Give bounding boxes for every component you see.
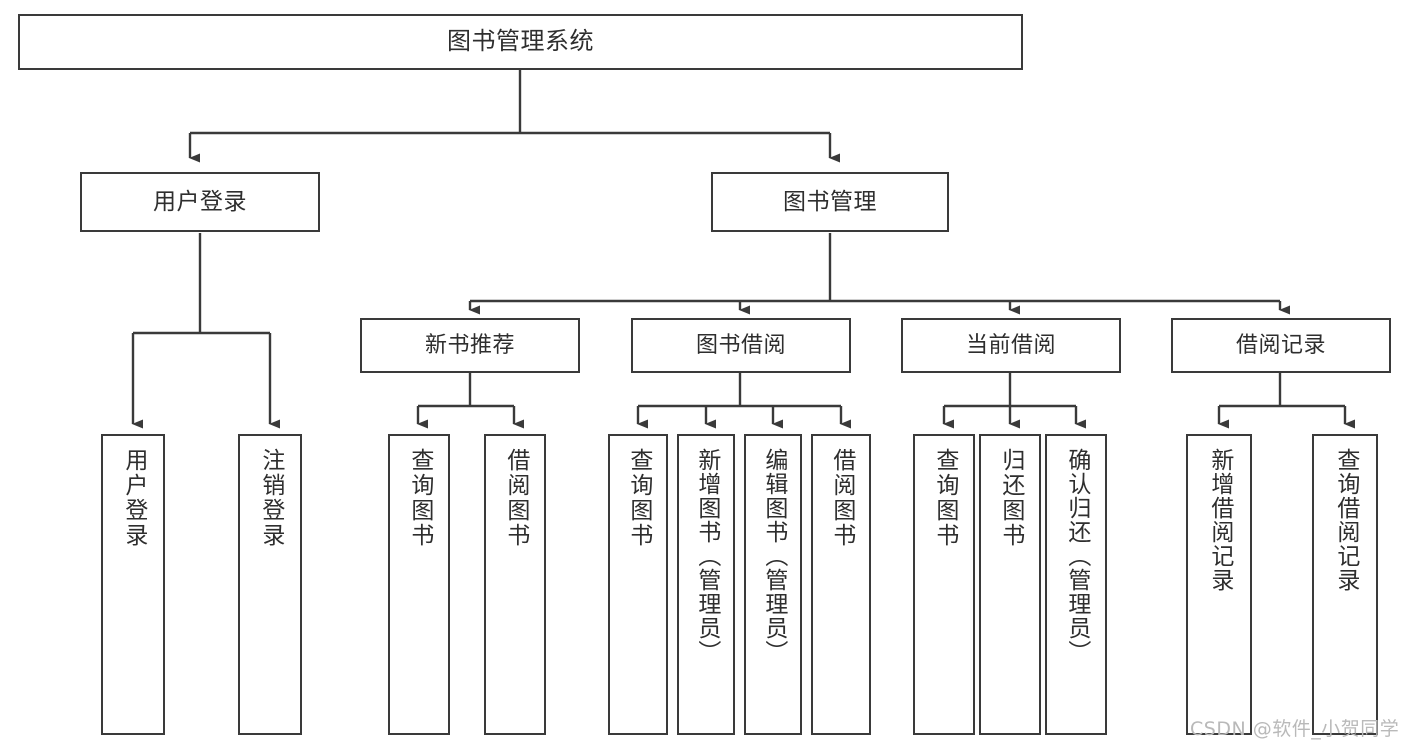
node-root-book-management-system[interactable]: 图书管理系统 [18, 14, 1023, 70]
leaf-query-book-current[interactable]: 查询图书 [913, 434, 975, 735]
node-label: 注销登录 [257, 448, 284, 548]
leaf-borrow-book[interactable]: 借阅图书 [811, 434, 871, 735]
node-label: 借阅图书 [828, 448, 855, 548]
leaf-add-book-admin[interactable]: 新增图书（管理员） [677, 434, 735, 735]
leaf-confirm-return-admin[interactable]: 确认归还（管理员） [1045, 434, 1107, 735]
leaf-query-borrow-record[interactable]: 查询借阅记录 [1312, 434, 1378, 735]
leaf-logout[interactable]: 注销登录 [238, 434, 302, 735]
node-label: 查询图书 [406, 448, 433, 548]
node-label: 图书管理 [783, 188, 877, 215]
node-label: 新增图书（管理员） [693, 448, 720, 664]
node-label: 编辑图书（管理员） [760, 448, 787, 664]
node-current-borrow[interactable]: 当前借阅 [901, 318, 1121, 373]
node-label: 用户登录 [153, 188, 247, 215]
node-label: 新增借阅记录 [1206, 448, 1233, 592]
node-label: 图书借阅 [695, 332, 786, 358]
node-label: 查询图书 [931, 448, 958, 548]
node-new-book-recommend[interactable]: 新书推荐 [360, 318, 580, 373]
node-label: 查询图书 [625, 448, 652, 548]
node-user-login[interactable]: 用户登录 [80, 172, 320, 232]
leaf-query-book-recommend[interactable]: 查询图书 [388, 434, 450, 735]
csdn-watermark: CSDN @软件_小贺同学 [1190, 718, 1400, 740]
node-book-management[interactable]: 图书管理 [711, 172, 949, 232]
node-label: 确认归还（管理员） [1063, 448, 1090, 664]
node-label: 用户登录 [120, 448, 147, 548]
node-label: 借阅图书 [502, 448, 529, 548]
node-borrow-record[interactable]: 借阅记录 [1171, 318, 1391, 373]
leaf-return-book[interactable]: 归还图书 [979, 434, 1041, 735]
node-label: 新书推荐 [424, 332, 515, 358]
leaf-query-book-borrow[interactable]: 查询图书 [608, 434, 668, 735]
leaf-edit-book-admin[interactable]: 编辑图书（管理员） [744, 434, 802, 735]
leaf-user-login[interactable]: 用户登录 [101, 434, 165, 735]
leaf-add-borrow-record[interactable]: 新增借阅记录 [1186, 434, 1252, 735]
node-label: 图书管理系统 [447, 27, 594, 56]
node-label: 归还图书 [997, 448, 1024, 548]
leaf-borrow-book-recommend[interactable]: 借阅图书 [484, 434, 546, 735]
node-label: 查询借阅记录 [1332, 448, 1359, 592]
node-label: 借阅记录 [1235, 332, 1326, 358]
node-book-borrow[interactable]: 图书借阅 [631, 318, 851, 373]
node-label: 当前借阅 [965, 332, 1056, 358]
